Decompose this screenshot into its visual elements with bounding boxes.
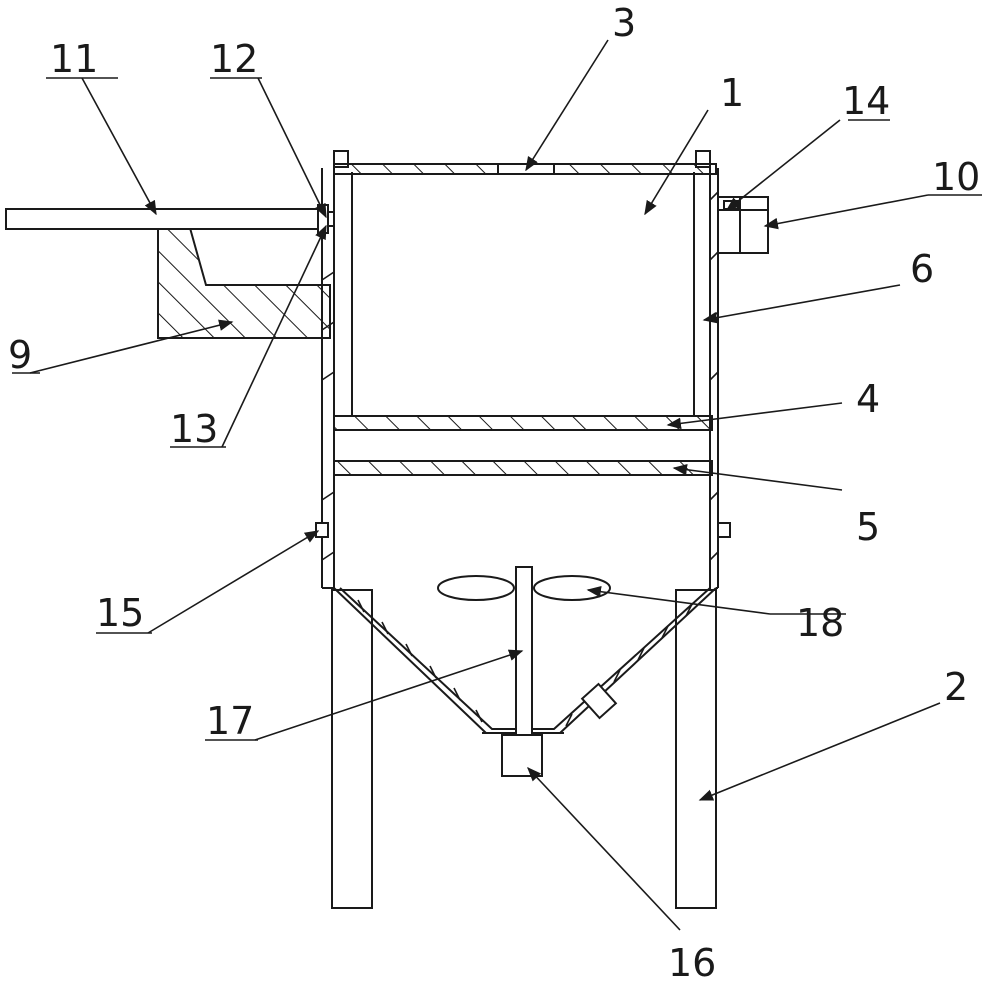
label-12: 12 (210, 37, 258, 81)
plate-5 (333, 460, 713, 476)
label-17: 17 (206, 699, 254, 743)
support-legs (331, 589, 717, 909)
label-2: 2 (944, 665, 968, 709)
label-3: 3 (612, 1, 636, 45)
label-11: 11 (50, 37, 98, 81)
inner-tank (351, 172, 695, 416)
outer-tank-wall (321, 168, 719, 590)
side-nozzles (315, 522, 731, 538)
label-6: 6 (910, 247, 934, 291)
label-1: 1 (720, 71, 744, 115)
label-5: 5 (856, 505, 880, 549)
pipe-connector (317, 204, 335, 234)
label-14: 14 (842, 79, 890, 123)
label-13: 13 (170, 407, 218, 451)
plate-4 (333, 415, 713, 431)
cone-sensor (580, 682, 618, 720)
feed-block (157, 227, 331, 339)
stirring-blades (437, 575, 611, 601)
label-9: 9 (8, 333, 32, 377)
label-4: 4 (856, 377, 880, 421)
label-10: 10 (932, 155, 980, 199)
part-labels: 11 12 3 1 14 10 6 9 13 4 5 15 18 2 17 16 (8, 1, 980, 985)
right-side-box (717, 196, 769, 254)
leader-lines (12, 39, 982, 931)
bottom-motor (501, 734, 543, 777)
label-16: 16 (668, 941, 716, 985)
lid (333, 163, 717, 175)
label-18: 18 (796, 601, 844, 645)
feed-pipe (5, 208, 319, 230)
label-15: 15 (96, 591, 144, 635)
